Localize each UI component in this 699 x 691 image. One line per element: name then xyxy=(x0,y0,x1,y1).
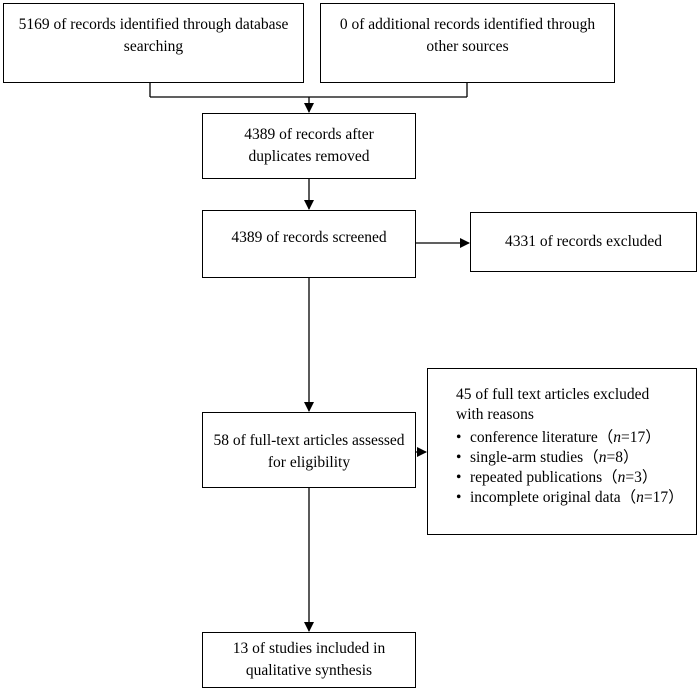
excluded-line1: 4331 of records excluded xyxy=(504,233,663,250)
reason-count: 3 xyxy=(634,469,642,486)
other-sources-line1: 0 of additional records identified throu… xyxy=(339,16,596,33)
exclusion-reasons-list: conference literature（n=17） single-arm s… xyxy=(456,428,690,508)
n-symbol: n xyxy=(598,449,607,466)
exclusion-reason: single-arm studies（n=8） xyxy=(456,448,690,468)
n-symbol: n xyxy=(617,469,626,486)
db-search-line1: 5169 of records identified through datab… xyxy=(18,16,289,33)
exclusion-reason: repeated publications（n=3） xyxy=(456,468,690,488)
other-sources-line2: other sources xyxy=(426,38,509,55)
box-studies-included: 13 of studies included in qualitative sy… xyxy=(202,632,416,688)
reason-label: incomplete original data（ xyxy=(470,489,637,506)
box-records-other-sources: 0 of additional records identified throu… xyxy=(320,3,615,83)
reason-close: ） xyxy=(641,469,658,486)
equals-sign: = xyxy=(625,469,635,486)
full-text-line1: 58 of full-text articles assessed xyxy=(213,432,405,449)
box-full-text-excluded: 45 of full text articles excluded with r… xyxy=(427,368,697,535)
reason-label: conference literature（ xyxy=(470,429,614,446)
equals-sign: = xyxy=(606,449,616,466)
after-duplicates-line1: 4389 of records after xyxy=(244,126,374,143)
reason-close: ） xyxy=(645,429,661,446)
box-records-excluded: 4331 of records excluded xyxy=(470,212,697,272)
equals-sign: = xyxy=(621,429,630,446)
reason-label: single-arm studies（ xyxy=(470,449,599,466)
box-after-duplicates-removed: 4389 of records after duplicates removed xyxy=(202,113,416,179)
reason-count: 8 xyxy=(615,449,623,466)
reason-label: repeated publications（ xyxy=(470,469,618,486)
n-symbol: n xyxy=(613,429,622,446)
included-line2: qualitative synthesis xyxy=(245,662,373,679)
full-text-excluded-line1: 45 of full text articles excluded xyxy=(456,386,650,403)
n-symbol: n xyxy=(636,489,644,506)
exclusion-reason: incomplete original data（n=17） xyxy=(456,488,690,508)
full-text-excluded-line2: with reasons xyxy=(456,406,534,423)
screened-line1: 4389 of records screened xyxy=(231,229,387,246)
after-duplicates-line2: duplicates removed xyxy=(248,148,370,165)
box-full-text-assessed: 58 of full-text articles assessed for el… xyxy=(202,412,416,488)
db-search-line2: searching xyxy=(123,38,184,55)
reason-count: 17 xyxy=(652,489,669,506)
full-text-line2: for eligibility xyxy=(267,454,351,471)
included-line1: 13 of studies included in xyxy=(232,640,386,657)
equals-sign: = xyxy=(643,489,653,506)
reason-close: ） xyxy=(668,489,684,506)
reason-close: ） xyxy=(622,449,639,466)
box-records-screened: 4389 of records screened xyxy=(202,210,416,278)
reason-count: 17 xyxy=(629,429,646,446)
exclusion-reason: conference literature（n=17） xyxy=(456,428,690,448)
box-records-database-search: 5169 of records identified through datab… xyxy=(3,3,304,83)
